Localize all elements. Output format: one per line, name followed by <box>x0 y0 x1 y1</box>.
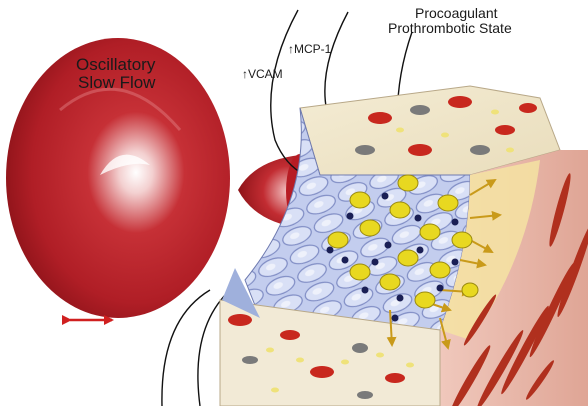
vessel-wall-block <box>220 86 588 406</box>
vcam-label: ↑VCAM <box>242 68 283 80</box>
state-label-line2: Prothrombotic State <box>388 21 512 35</box>
flow-label-line2: Slow Flow <box>78 74 155 91</box>
flow-label-line1: Oscillatory <box>76 56 155 73</box>
state-label-line1: Procoagulant <box>415 6 498 20</box>
mcp1-label: ↑MCP-1 <box>288 43 331 55</box>
